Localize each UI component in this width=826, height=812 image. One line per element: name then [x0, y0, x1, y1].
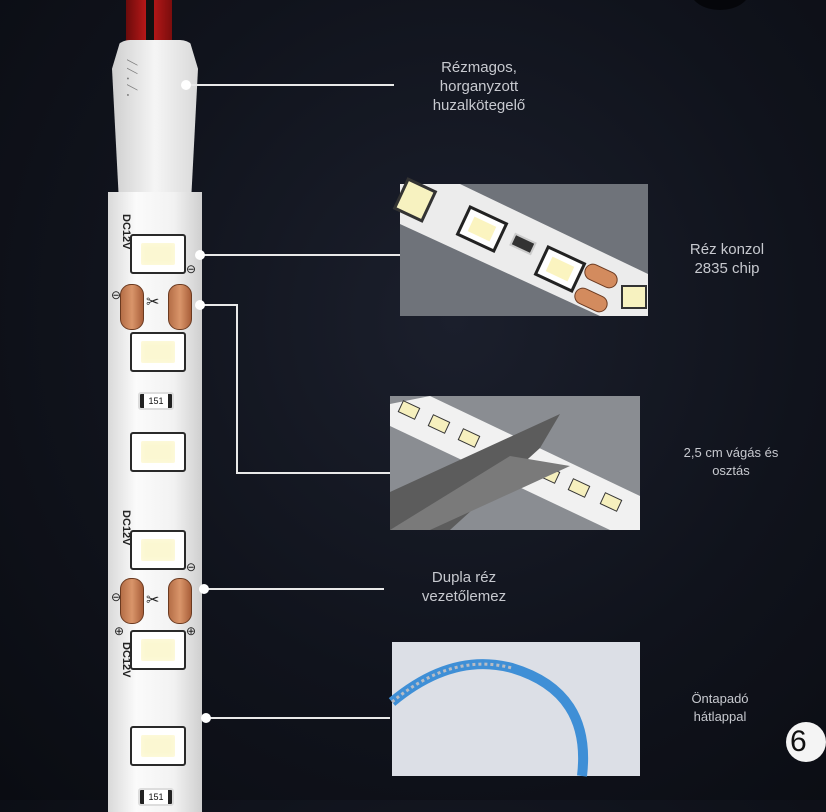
copper-pad — [168, 578, 192, 624]
wire-sleeve — [112, 40, 198, 200]
copper-pad — [120, 284, 144, 330]
callout-line — [204, 588, 384, 590]
led-chip — [130, 530, 186, 570]
minus-icon: ⊖ — [186, 560, 197, 574]
callout-text: Dupla réz vezetőlemez — [421, 569, 507, 605]
callout-line — [200, 254, 400, 256]
led-chip — [130, 630, 186, 670]
minus-icon: ⊖ — [186, 262, 197, 276]
callout-line — [236, 304, 238, 474]
sleeve-marking: / / . / . — [123, 60, 140, 98]
callout-line — [210, 717, 390, 719]
minus-icon: ⊖ — [111, 590, 122, 604]
callout-text: Öntapadó hátlappal — [691, 691, 749, 724]
scissors-icon: ✂ — [146, 592, 160, 609]
callout-dot — [181, 80, 191, 90]
plus-icon: ⊖ — [111, 288, 122, 302]
callout-cut-label: 2,5 cm vágás és osztás — [664, 444, 798, 480]
callout-chip-label: Réz konzol 2835 chip — [662, 240, 792, 278]
plus-icon: ⊕ — [114, 624, 125, 638]
callout-text: 2,5 cm vágás és osztás — [683, 445, 779, 478]
adhesive-photo — [388, 642, 640, 777]
corner-decoration — [690, 0, 750, 10]
callout-copper-label: Dupla réz vezetőlemez — [384, 568, 544, 606]
page-number-badge: 6 — [786, 722, 826, 762]
strip-body — [108, 192, 202, 812]
callout-dot — [201, 713, 211, 723]
led-chip — [130, 332, 186, 372]
callout-line — [236, 472, 390, 474]
plus-icon: ⊕ — [186, 624, 197, 638]
copper-pad — [120, 578, 144, 624]
led-chip — [130, 726, 186, 766]
cutting-photo — [390, 396, 640, 530]
led-chip — [130, 432, 186, 472]
callout-dot — [199, 584, 209, 594]
callout-wire-label: Rézmagos, horganyzott huzalkötegelő — [394, 58, 564, 115]
callout-adhesive-label: Öntapadó hátlappal — [670, 690, 770, 726]
callout-text: Réz konzol 2835 chip — [689, 241, 765, 277]
callout-line — [186, 84, 394, 86]
callout-dot — [195, 300, 205, 310]
callout-dot — [195, 250, 205, 260]
callout-text: Rézmagos, horganyzott huzalkötegelő — [432, 59, 526, 114]
callout-line — [200, 304, 238, 306]
copper-pad — [168, 284, 192, 330]
scissors-icon: ✂ — [146, 294, 160, 311]
led-chip — [130, 234, 186, 274]
chip-closeup-photo — [392, 177, 648, 316]
resistor: 151 — [138, 392, 174, 410]
black-wire — [146, 0, 154, 52]
resistor: 151 — [138, 788, 174, 806]
